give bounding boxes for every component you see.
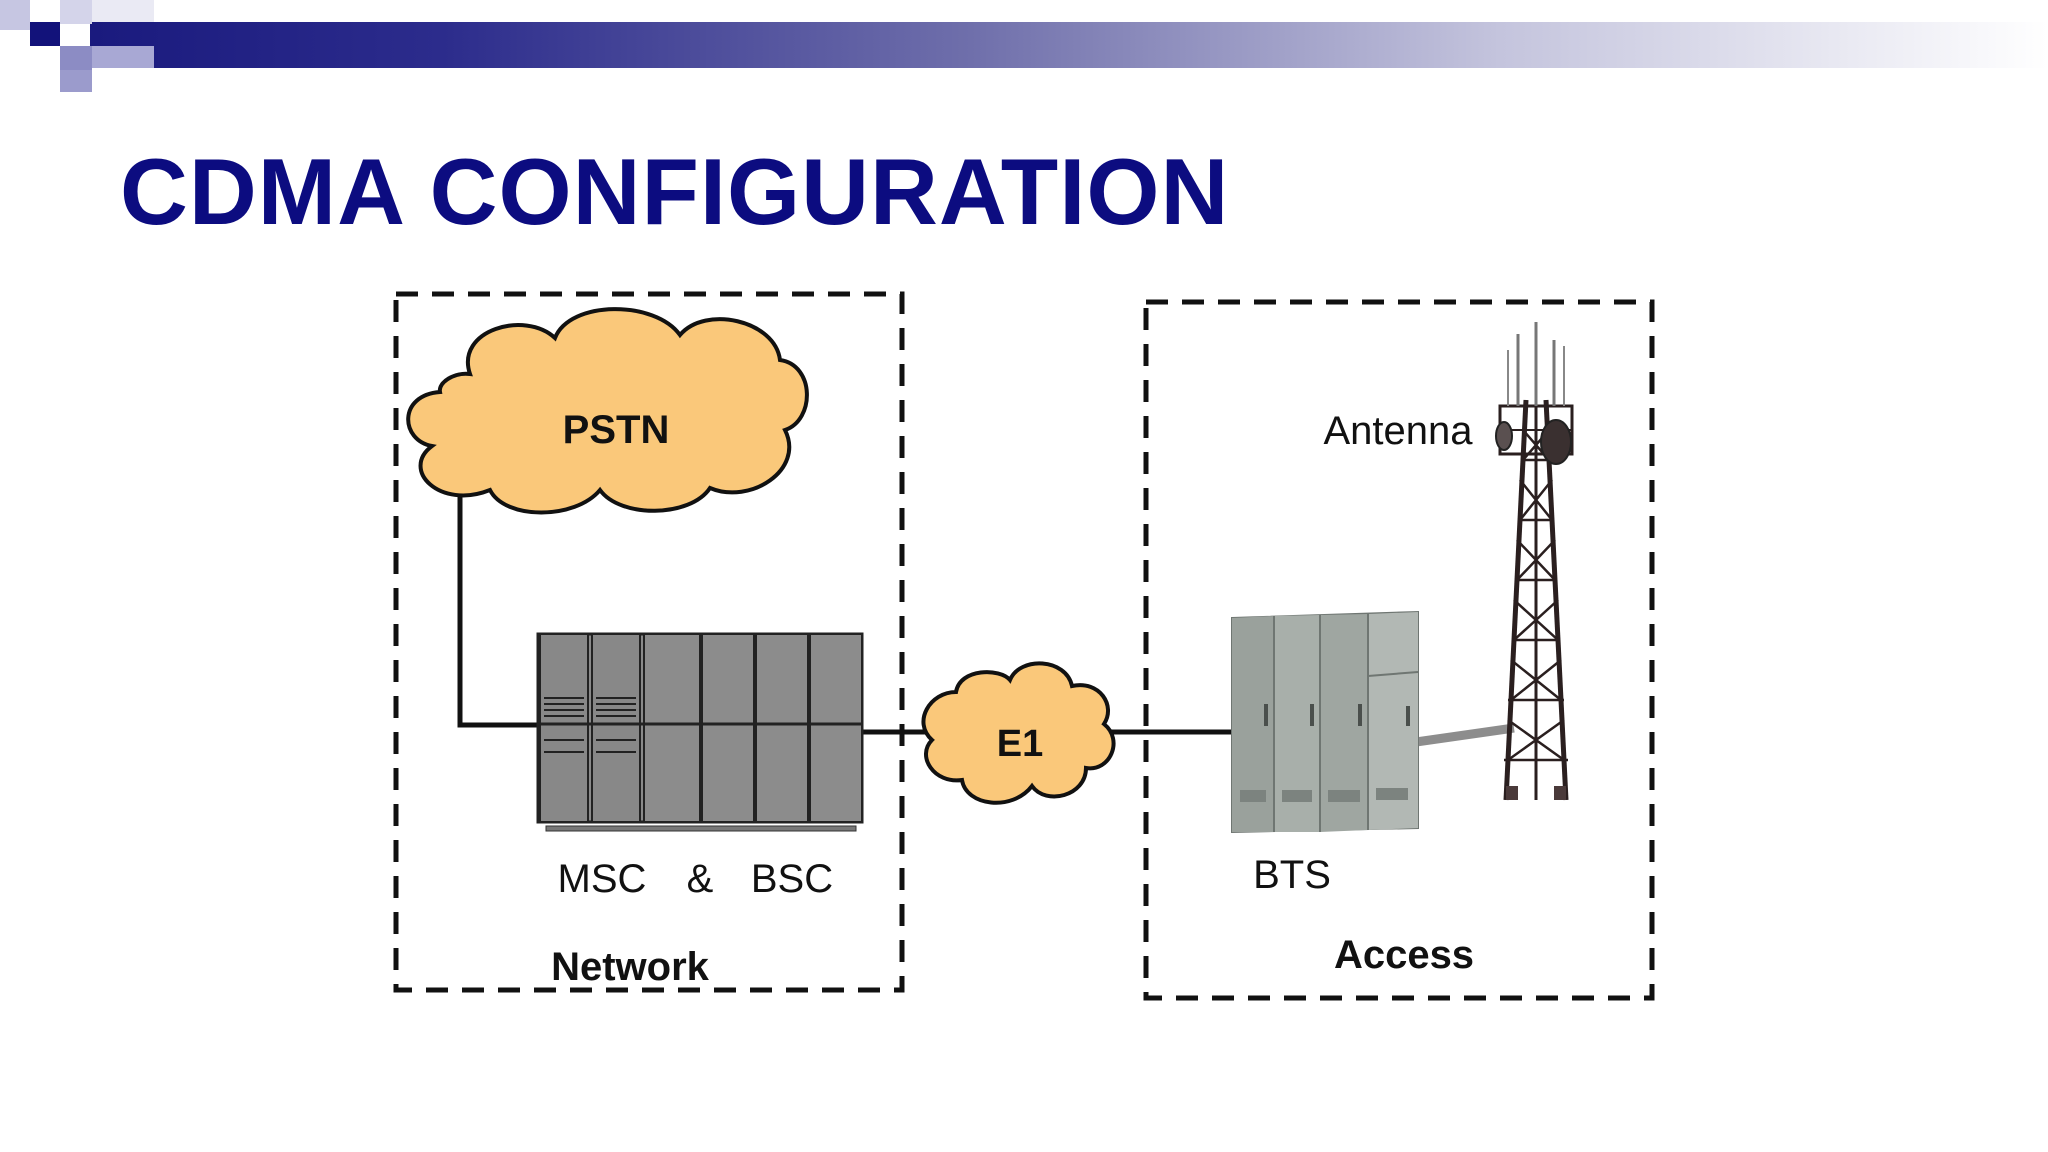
header-square-6: [92, 46, 154, 68]
header-square-7: [60, 70, 92, 92]
access-zone-label: Access: [1334, 933, 1474, 977]
antenna-tower-icon: [1495, 322, 1574, 801]
header-square-4: [92, 0, 154, 22]
header-square-3: [60, 0, 92, 24]
e1-label: E1: [997, 723, 1043, 765]
e1-cloud-icon: [921, 661, 1116, 805]
header-square-5: [60, 46, 92, 70]
network-zone-box: [393, 291, 905, 993]
pstn-cloud-icon: [406, 307, 809, 515]
slide-title: CDMA CONFIGURATION: [120, 139, 1230, 244]
msc-label: MSC: [558, 857, 647, 901]
access-zone-box: [1143, 299, 1655, 1001]
bts-label: BTS: [1253, 853, 1331, 897]
bts-to-antenna-cable: [1415, 723, 1515, 747]
bsc-label: BSC: [751, 857, 833, 901]
msc-bsc-rack-icon: [536, 632, 864, 832]
ampersand-label: &: [687, 857, 714, 901]
header-square-1: [0, 0, 30, 30]
network-zone-label: Network: [551, 945, 710, 989]
pstn-label: PSTN: [563, 408, 670, 452]
header-gradient-band: [90, 22, 2048, 68]
header-square-2: [30, 22, 60, 46]
bts-cabinet-icon: [1231, 610, 1419, 834]
antenna-label: Antenna: [1323, 409, 1473, 453]
pstn-to-msc-link: [457, 488, 540, 728]
